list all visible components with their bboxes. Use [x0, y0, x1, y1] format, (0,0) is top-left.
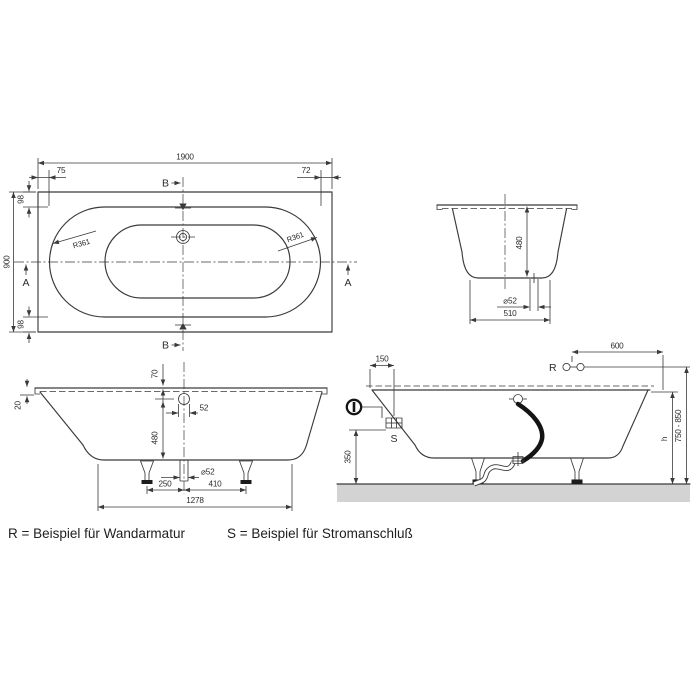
radius-left-label: R361 [72, 237, 91, 250]
dim-rim-bottom-label: 98 [17, 320, 26, 329]
tub-floor-oval [104, 224, 291, 299]
connection-s-label: S [390, 433, 397, 445]
overflow-mark-bottom [175, 322, 191, 330]
foot-icon [569, 457, 585, 485]
side-section-view: 70 52 480 20 ⌀52 250 410 [14, 362, 328, 511]
drain-fitting [511, 452, 525, 466]
dim-bottom-length-label: 1278 [186, 496, 204, 505]
siphon-trap [473, 461, 516, 487]
dim-depth-label: 480 [151, 431, 160, 445]
dim-rim-top-label: 98 [17, 195, 26, 204]
wall-fitting-icon [562, 362, 585, 372]
dim-drain-label: ⌀52 [503, 297, 517, 306]
dim-left-span-label: 250 [158, 480, 172, 489]
electrical-symbol-icon [345, 398, 363, 416]
radius-right-label: R361 [285, 230, 304, 244]
radius-leader-left [52, 230, 97, 245]
dim-rim-lip-label: 20 [14, 401, 23, 410]
legend-s: S = Beispiel für Stromanschluß [227, 526, 413, 541]
dim-length-label: 1900 [176, 153, 194, 162]
dim-width-label: 900 [3, 255, 12, 269]
overflow-mark-top [175, 203, 191, 211]
legend-r: R = Beispiel für Wandarmatur [8, 526, 185, 541]
dim-connection-height-label: 350 [344, 450, 353, 464]
dim-drain-label: ⌀52 [201, 468, 215, 477]
section-b-top-label: B [162, 178, 169, 190]
dim-connection-label: 150 [375, 355, 389, 364]
connection-line [361, 406, 383, 418]
floor [337, 484, 690, 502]
overflow-hose [515, 401, 545, 464]
dim-overflow-top-label: 70 [151, 369, 160, 378]
drain-outlet [176, 459, 192, 482]
section-b-bottom-label: B [162, 340, 169, 352]
tub-side-profile [39, 391, 323, 461]
section-a-left-label: A [22, 277, 29, 289]
dim-fitting-label: 600 [610, 342, 624, 351]
junction-box-icon [385, 417, 403, 429]
plan-view: 1900 75 72 98 98 900 R361 R361 [3, 153, 357, 352]
dim-height-range-label: 750 - 850 [674, 409, 683, 442]
fitting-r-label: R [549, 362, 557, 374]
dim-height-label: h [660, 436, 669, 441]
dim-right-inset-label: 72 [302, 166, 311, 175]
tub-installation-profile [371, 389, 649, 459]
cross-section-view: 480 ⌀52 510 [436, 194, 578, 324]
radius-leader-right [277, 237, 318, 252]
dim-right-span-label: 410 [208, 480, 222, 489]
section-a-right-label: A [344, 277, 351, 289]
dim-left-inset-label: 75 [57, 166, 66, 175]
dim-overflow-dia-label: 52 [200, 404, 209, 413]
foot-icon [238, 460, 254, 485]
dim-bottom-width-label: 510 [503, 309, 517, 318]
foot-icon [139, 460, 155, 485]
tub-cross-profile [451, 208, 568, 279]
installation-view: S 150 350 R 600 h 750 - 850 [336, 342, 691, 502]
dim-depth-label: 480 [515, 236, 524, 250]
